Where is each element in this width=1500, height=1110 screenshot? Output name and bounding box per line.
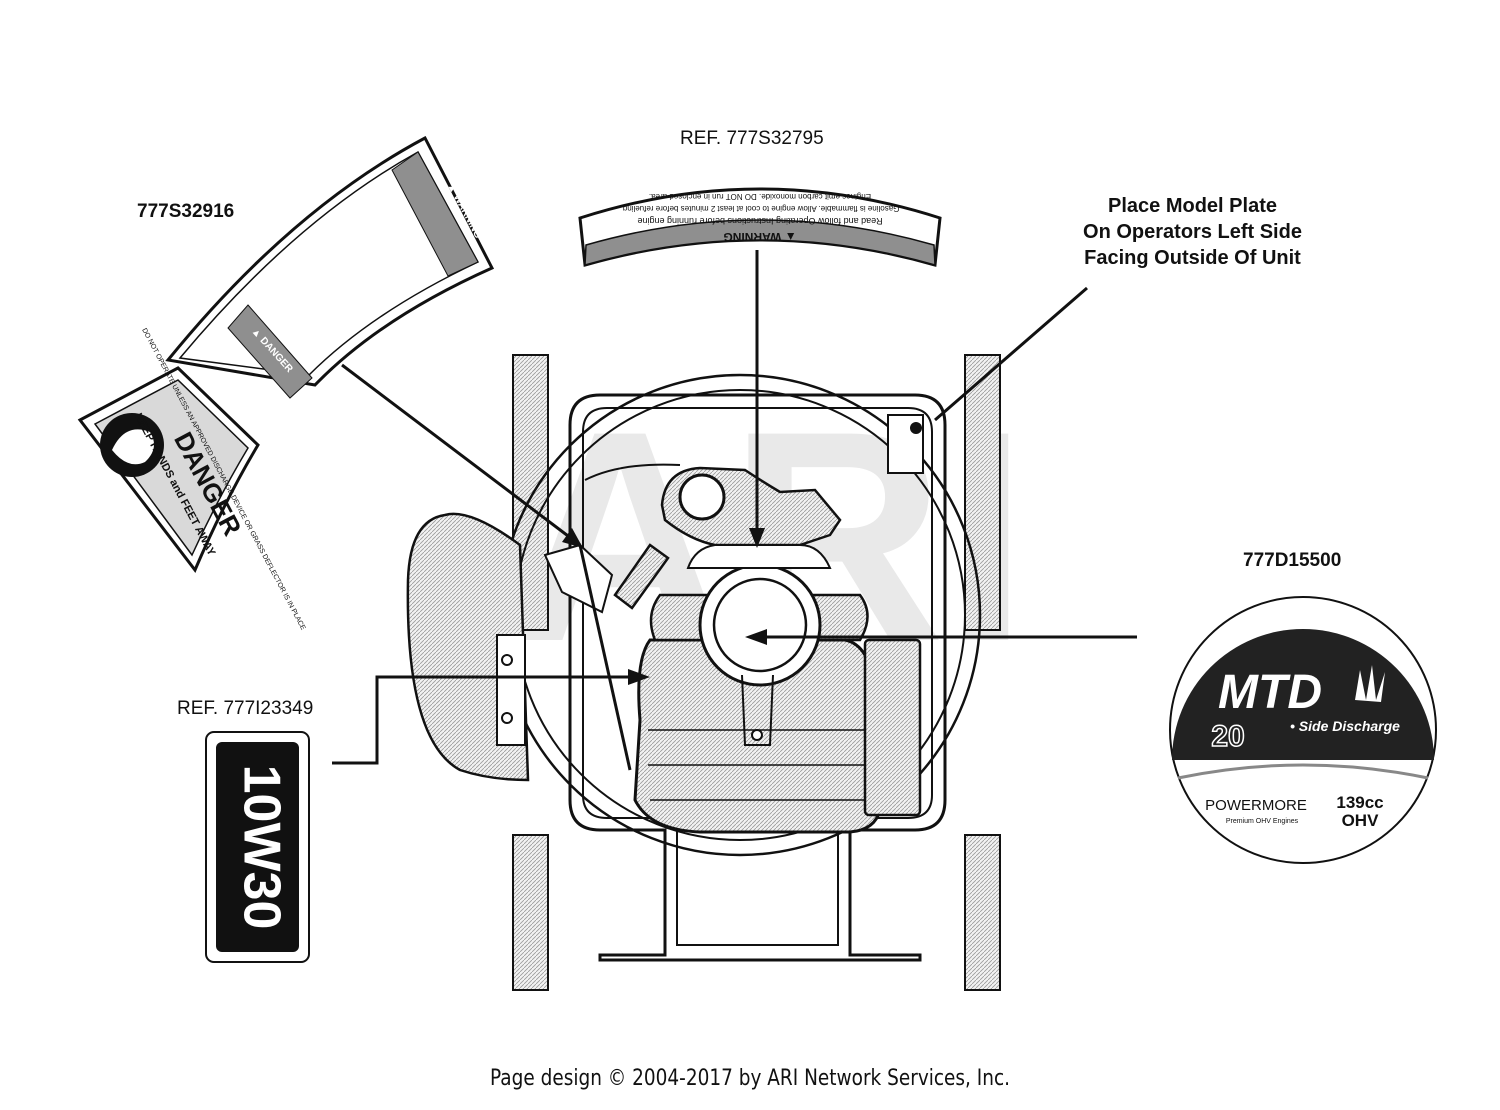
label-ref-777I23349: REF. 777I23349 — [177, 698, 314, 719]
warning-decal-heading: ▲ WARNING — [723, 230, 796, 244]
footer-copyright: Page design © 2004-2017 by ARI Network S… — [489, 1066, 1011, 1091]
mtd-brand: MTD — [1218, 666, 1322, 719]
model-plate-note-line-3: Facing Outside Of Unit — [1084, 247, 1301, 269]
model-plate-note: Place Model Plate On Operators Left Side… — [1050, 193, 1335, 271]
wheel-rear-right — [964, 834, 1001, 991]
model-plate-note-line-2: On Operators Left Side — [1083, 221, 1302, 243]
mtd-size: 20 — [1211, 720, 1244, 753]
model-plate-note-line-1: Place Model Plate — [1108, 195, 1277, 217]
wheels — [512, 354, 1001, 991]
engine-tagline: Premium OHV Engines — [1226, 818, 1299, 825]
discharge-chute — [406, 512, 530, 782]
wheel-front-right — [964, 354, 1001, 631]
engine-type: OHV — [1342, 811, 1380, 830]
mtd-decal: MTD 20 • Side Discharge POWERMORE Premiu… — [1169, 596, 1437, 864]
label-ref-777S32795: REF. 777S32795 — [680, 128, 824, 149]
label-777S32916: 777S32916 — [137, 201, 235, 222]
engine-displacement: 139cc — [1336, 793, 1383, 812]
warning-decal-line1: Read and follow Operating Instructions b… — [637, 216, 882, 226]
wheel-rear-left — [512, 834, 549, 991]
engine-brand: POWERMORE — [1205, 797, 1307, 814]
engine — [543, 463, 922, 834]
mower-deck — [498, 373, 982, 962]
warning-decal-line2: Gasoline is flammable. Allow engine to c… — [621, 204, 900, 213]
leader-arrowheads — [562, 422, 922, 685]
oil-decal-text: 10W30 — [232, 765, 290, 930]
oil-decal: 10W30 — [205, 731, 310, 963]
mtd-grass-logo — [1355, 665, 1385, 702]
mtd-feature: • Side Discharge — [1290, 718, 1400, 734]
warning-decal: ▲ WARNING Read and follow Operating Inst… — [578, 187, 942, 267]
leader-lines — [332, 250, 1137, 771]
label-777D15500: 777D15500 — [1243, 550, 1342, 571]
warning-decal-line3: Engines emit carbon monoxide. DO NOT run… — [649, 192, 871, 201]
